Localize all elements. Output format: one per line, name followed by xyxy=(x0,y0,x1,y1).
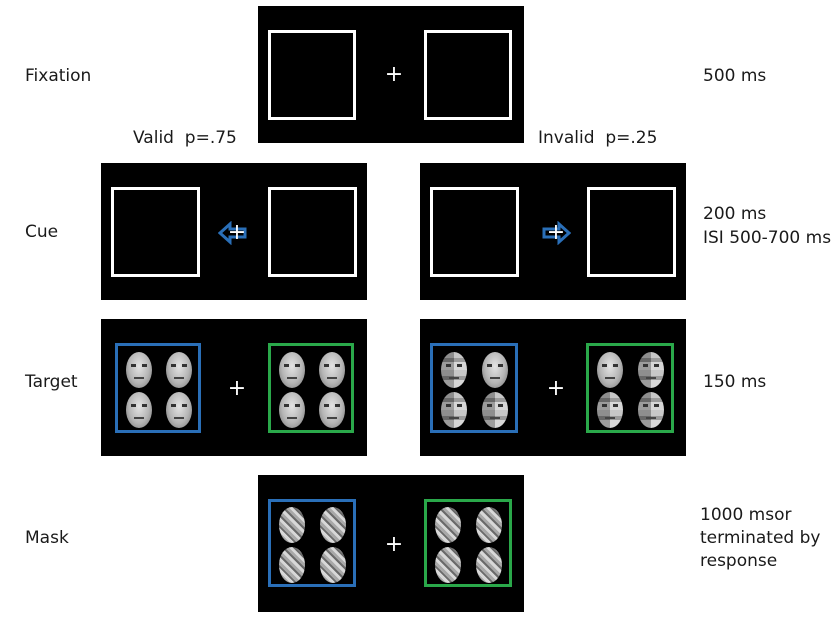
noise-mask-icon xyxy=(476,507,502,543)
scrambled-face-icon xyxy=(638,352,664,388)
fixation-panel: + xyxy=(258,6,524,143)
noise-mask-icon xyxy=(435,507,461,543)
scrambled-face-icon xyxy=(441,392,467,428)
condition-valid-label: Valid xyxy=(133,128,174,148)
timing-cue-1: 200 ms xyxy=(703,204,767,224)
face-icon xyxy=(126,392,152,428)
right-target-box xyxy=(268,343,354,433)
scrambled-face-icon xyxy=(638,392,664,428)
condition-invalid-label: Invalid xyxy=(538,128,595,148)
face-icon xyxy=(482,352,508,388)
left-target-box xyxy=(115,343,201,433)
left-placeholder-box xyxy=(111,187,200,277)
noise-mask-icon xyxy=(476,547,502,583)
face-icon xyxy=(319,392,345,428)
fixation-cross-icon: + xyxy=(227,220,247,245)
fixation-cross-icon: + xyxy=(384,532,404,557)
noise-mask-icon xyxy=(435,547,461,583)
face-icon xyxy=(279,352,305,388)
right-placeholder-box xyxy=(587,187,676,277)
face-icon xyxy=(279,392,305,428)
left-placeholder-box xyxy=(268,30,356,120)
cue-invalid-panel: + xyxy=(420,163,686,300)
noise-mask-icon xyxy=(320,547,346,583)
row-label-fixation: Fixation xyxy=(25,66,92,86)
right-arrow-cue-icon xyxy=(542,221,571,245)
left-mask-box xyxy=(268,499,356,587)
fixation-cross-icon: + xyxy=(384,62,404,87)
scrambled-face-icon xyxy=(597,392,623,428)
condition-invalid: Invalid p=.25 xyxy=(538,127,657,149)
face-icon xyxy=(319,352,345,388)
right-target-box xyxy=(586,343,674,433)
timing-target: 150 ms xyxy=(703,372,767,392)
left-arrow-cue-icon xyxy=(218,221,247,245)
cue-valid-panel: + xyxy=(101,163,367,300)
right-mask-box xyxy=(424,499,512,587)
scrambled-face-icon xyxy=(482,392,508,428)
timing-mask-3: response xyxy=(700,551,778,571)
target-valid-panel: + xyxy=(101,319,367,456)
timing-fixation: 500 ms xyxy=(703,66,767,86)
timing-mask-2: terminated by xyxy=(700,528,821,548)
row-label-cue: Cue xyxy=(25,222,59,242)
noise-mask-icon xyxy=(279,547,305,583)
face-icon xyxy=(126,352,152,388)
row-label-target: Target xyxy=(25,372,78,392)
face-icon xyxy=(166,392,192,428)
row-label-mask: Mask xyxy=(25,528,69,548)
face-icon xyxy=(166,352,192,388)
fixation-cross-icon: + xyxy=(227,376,247,401)
condition-valid: Valid p=.75 xyxy=(133,127,237,149)
right-placeholder-box xyxy=(268,187,357,277)
condition-valid-prob: p=.75 xyxy=(184,128,237,148)
noise-mask-icon xyxy=(320,507,346,543)
noise-mask-icon xyxy=(279,507,305,543)
face-icon xyxy=(597,352,623,388)
left-placeholder-box xyxy=(430,187,519,277)
mask-panel: + xyxy=(258,475,524,612)
left-target-box xyxy=(430,343,518,433)
timing-cue-2: ISI 500-700 ms xyxy=(703,228,832,248)
scrambled-face-icon xyxy=(441,352,467,388)
condition-invalid-prob: p=.25 xyxy=(605,128,658,148)
right-placeholder-box xyxy=(424,30,512,120)
timing-mask-1: 1000 msor xyxy=(700,505,792,525)
target-invalid-panel: + xyxy=(420,319,686,456)
fixation-cross-icon: + xyxy=(546,376,566,401)
fixation-cross-icon: + xyxy=(546,220,566,245)
